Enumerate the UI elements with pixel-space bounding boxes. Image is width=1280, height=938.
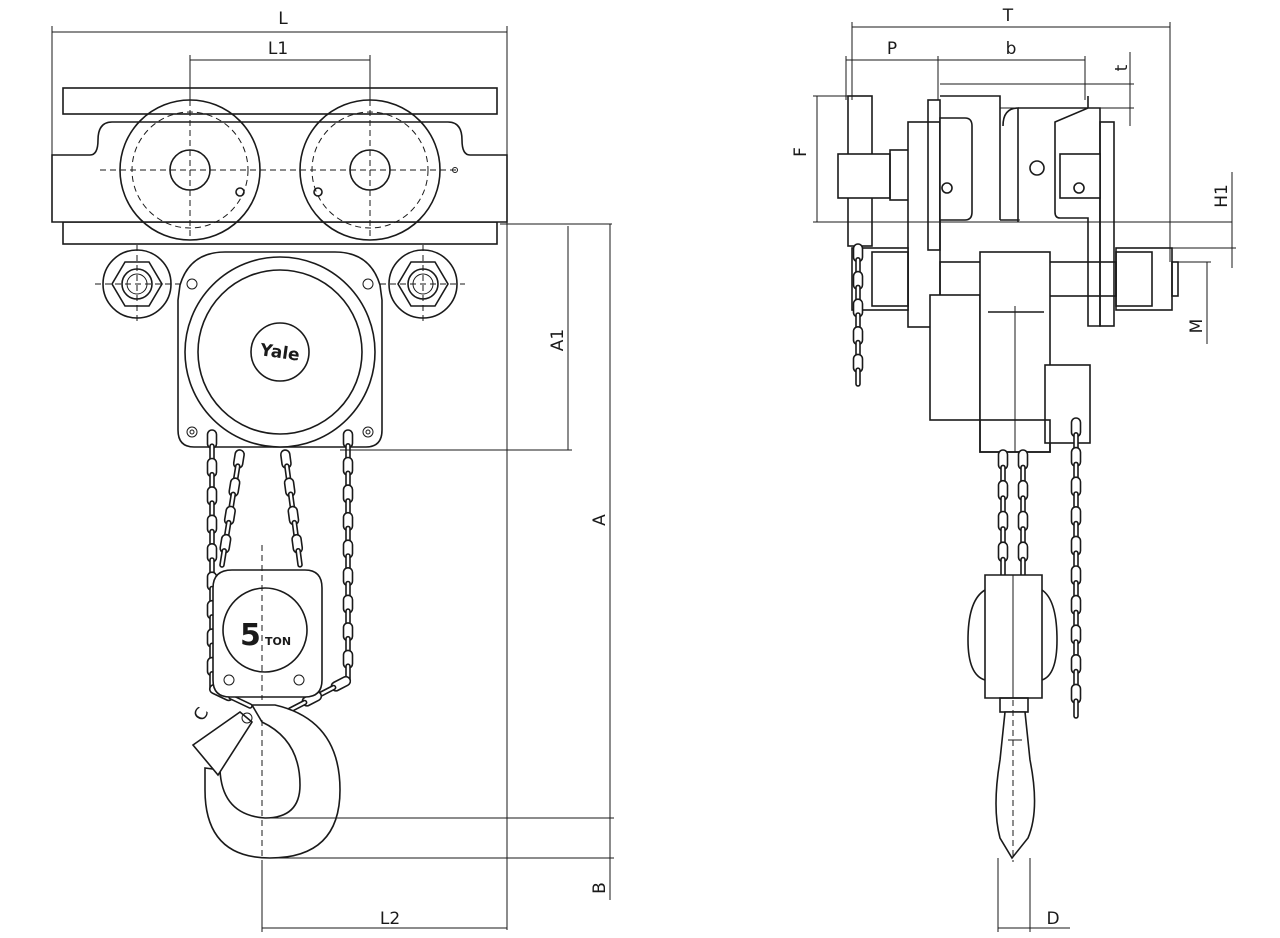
dim-label-t: t [1112,64,1132,71]
dim-label-A1: A1 [548,329,568,351]
hand-wheel [837,95,911,247]
front-view: Yale 5 TON [51,9,614,932]
dim-label-C: C [190,704,213,724]
dim-label-T: T [1002,6,1014,26]
chain-link [1073,698,1079,719]
dim-label-A: A [590,514,610,526]
gear-plate [907,99,973,328]
dimension-lines-front [51,26,614,932]
lower-block-side [967,574,1058,713]
capacity-number: 5 [240,618,261,653]
side-axle [851,247,1179,311]
dim-label-L: L [278,9,288,29]
dim-label-B: B [590,882,610,894]
dim-label-L2: L2 [380,909,400,929]
dim-label-D: D [1046,909,1059,929]
chain-link [1020,556,1026,578]
side-view: T P b t F H1 M D [791,6,1236,932]
trolley-side-plate [51,121,508,223]
trolley-frame [850,95,1232,327]
dim-label-b: b [1006,39,1017,59]
dim-label-L1: L1 [268,39,288,59]
dim-label-H1: H1 [1212,184,1232,208]
right-nut [380,245,465,325]
hook [191,545,341,860]
chain-link [1000,556,1006,578]
chain-link [855,367,861,387]
dim-label-M: M [1187,319,1207,334]
dim-label-P: P [887,39,897,59]
chain-link [219,548,228,568]
hook-side [995,700,1036,862]
dimension-labels-side: T P b t F H1 M D [791,6,1232,929]
hoist-body: Yale [177,251,383,448]
hoist-body-side [929,251,1091,453]
load-chain [206,429,354,713]
side-chains [852,243,1082,719]
dimension-lines-side [813,22,1236,932]
chain-link [295,547,303,568]
left-nut [95,245,180,325]
capacity-unit: TON [265,635,291,648]
lower-block: 5 TON [212,569,323,698]
dim-label-F: F [791,147,811,157]
